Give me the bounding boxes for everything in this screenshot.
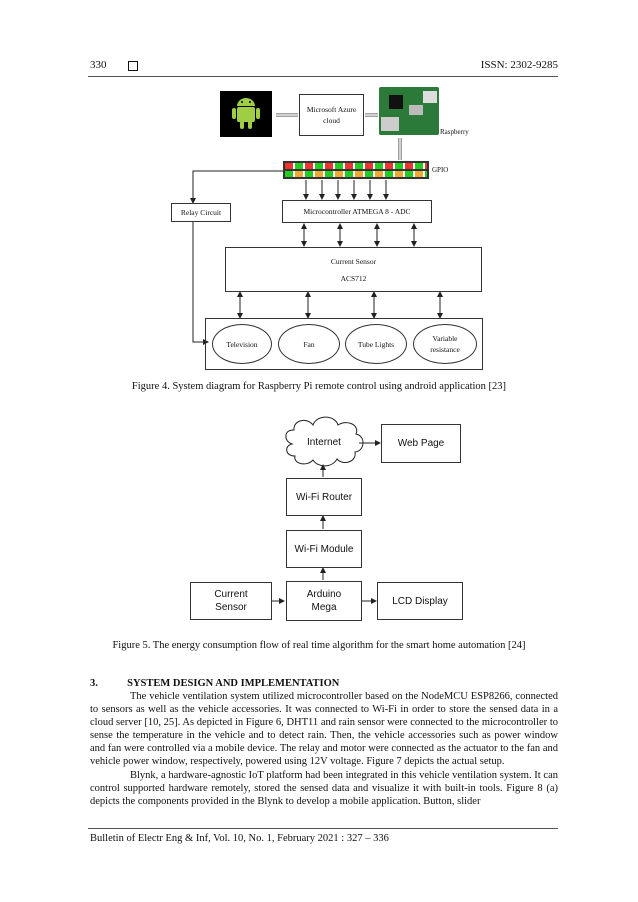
raspberry-label: Raspberry: [440, 128, 469, 136]
web-page-label: Web Page: [397, 438, 445, 449]
wifi-module-box: Wi-Fi Module: [286, 530, 362, 568]
web-page-box: Web Page: [381, 424, 461, 463]
square-icon: [128, 61, 138, 71]
relay-label: Relay Circuit: [180, 208, 222, 217]
relay-circuit-box: Relay Circuit: [171, 203, 231, 222]
android-icon: [232, 98, 260, 129]
figure-4: Microsoft Azure cloud Raspberry GPIO Rel…: [0, 0, 638, 380]
raspberry-pi-board: [379, 87, 439, 135]
mcu-box: Microcontroller ATMEGA 8 - ADC: [282, 200, 432, 223]
wifi-module-label: Wi-Fi Module: [294, 543, 354, 555]
issn: ISSN: 2302-9285: [480, 59, 558, 71]
arduino-label: Arduino Mega: [306, 589, 342, 613]
android-logo: [220, 91, 272, 137]
cloud-label: Microsoft Azure cloud: [306, 105, 357, 125]
gpio-label: GPIO: [432, 166, 449, 174]
current-sensor-box: Current Sensor ACS712: [225, 247, 482, 292]
load-variable-resistance: Variable resistance: [413, 324, 477, 364]
current-sensor-label: Current Sensor: [330, 256, 377, 266]
footer-citation: Bulletin of Electr Eng & Inf, Vol. 10, N…: [90, 833, 389, 844]
internet-label: Internet: [307, 437, 341, 448]
load-label: Variable resistance: [430, 334, 460, 354]
load-television: Television: [212, 324, 272, 364]
cloud-box: Microsoft Azure cloud: [299, 94, 364, 136]
mcu-label: Microcontroller ATMEGA 8 - ADC: [303, 207, 411, 216]
footer-rule: [88, 828, 558, 829]
wifi-router-box: Wi-Fi Router: [286, 478, 362, 516]
figure-4-caption: Figure 4. System diagram for Raspberry P…: [131, 381, 507, 392]
loads-box: [205, 318, 483, 370]
page-number: 330: [90, 59, 107, 71]
section-heading: 3. SYSTEM DESIGN AND IMPLEMENTATION: [90, 678, 339, 689]
paragraph: The vehicle ventilation system utilized …: [90, 691, 558, 767]
load-label: Television: [226, 339, 258, 349]
section-number: 3.: [90, 678, 98, 689]
load-fan: Fan: [278, 324, 340, 364]
lcd-display-label: LCD Display: [392, 595, 448, 607]
load-label: Fan: [303, 339, 315, 349]
gpio-header: [283, 161, 429, 179]
figure-5-caption: Figure 5. The energy consumption flow of…: [112, 640, 526, 651]
load-tube-lights: Tube Lights: [345, 324, 407, 364]
section-title: SYSTEM DESIGN AND IMPLEMENTATION: [127, 678, 340, 689]
current-sensor-box-f5: Current Sensor: [190, 582, 272, 620]
current-sensor-label-f5: Current Sensor: [214, 589, 248, 613]
load-label: Tube Lights: [357, 339, 395, 349]
arduino-box: Arduino Mega: [286, 581, 362, 621]
header-rule: [88, 76, 558, 77]
acs712-label: ACS712: [340, 273, 367, 283]
figure-5-connectors: [272, 416, 381, 604]
paragraph: Blynk, a hardware-agnostic IoT platform …: [90, 770, 558, 807]
figure-4-connectors: [190, 113, 443, 345]
wifi-router-label: Wi-Fi Router: [295, 491, 353, 503]
figure-5: Internet Web Page Wi-Fi Router Wi-Fi Mod…: [190, 416, 463, 621]
lcd-display-box: LCD Display: [377, 582, 463, 620]
